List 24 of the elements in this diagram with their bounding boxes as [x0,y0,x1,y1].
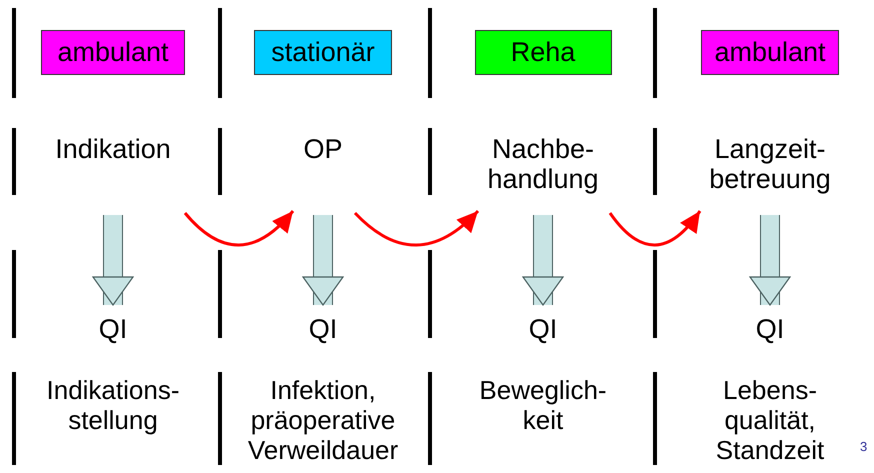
block-arrow [302,215,344,306]
care-setting-box: stationär [254,30,392,75]
qi-text: QI [73,305,153,353]
stage-text: OP [283,120,363,215]
curved-arrow [354,210,480,246]
indicator-text: Indikations- stellung [46,376,180,436]
qi-text: QI [730,305,810,353]
indicator-text: Lebens- qualität, Standzeit [714,376,826,466]
block-arrow [522,215,564,306]
block-arrow [92,215,134,306]
curved-arrow [608,210,702,246]
page-number: 3 [860,440,868,455]
indicator-text: Infektion, präoperative Verweildauer [246,376,400,466]
qi-text: QI [283,305,363,353]
curved-arrow [184,210,294,246]
indicator-text: Beweglich- keit [478,376,608,436]
stage-text: Indikation [33,120,193,215]
qi-text: QI [503,305,583,353]
care-setting-box: Reha [474,30,612,75]
block-arrow [749,215,791,306]
care-setting-box: ambulant [701,30,839,75]
stage-text: Nachbe- handlung [468,120,618,215]
care-setting-box: ambulant [41,30,185,75]
stage-text: Langzeit- betreuung [690,120,850,215]
